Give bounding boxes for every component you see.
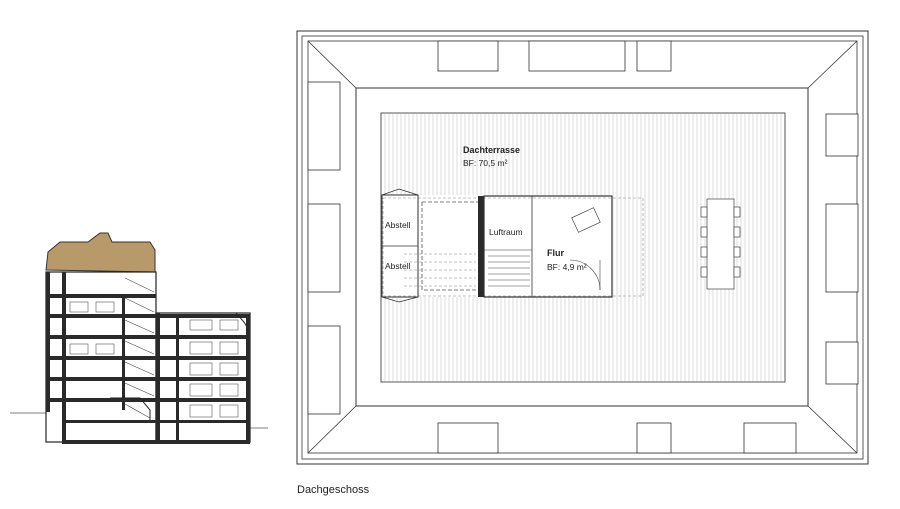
- room-label-luftraum: Luftraum: [489, 227, 523, 237]
- drawing-caption: Dachgeschoss: [297, 484, 370, 496]
- room-label-abstell-2: Abstell: [385, 261, 411, 271]
- area-label-dachterrasse: BF: 70,5 m²: [463, 158, 508, 168]
- area-label-flur: BF: 4,9 m²: [547, 262, 587, 272]
- building-section: [10, 232, 268, 444]
- table-and-chairs: [700, 198, 741, 290]
- room-label-flur: Flur: [547, 248, 564, 258]
- room-label-abstell-1: Abstell: [385, 220, 411, 230]
- core-rooms: [381, 188, 644, 303]
- room-label-dachterrasse: Dachterrasse: [463, 145, 520, 155]
- roof-section-fill: [45, 232, 156, 273]
- floor-plan: Dachterrasse BF: 70,5 m² Abstell Abstell…: [296, 30, 869, 465]
